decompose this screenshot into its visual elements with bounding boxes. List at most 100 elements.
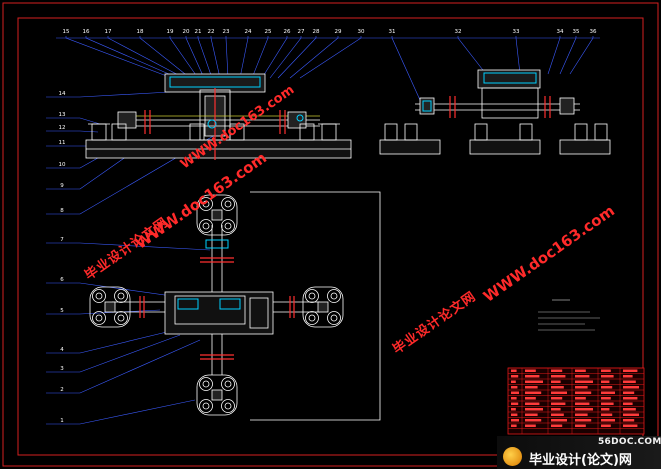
left-leader [46,130,99,133]
title-block-entry [575,413,588,416]
title-block-entry [525,380,543,383]
left-label: 11 [59,140,66,146]
suction-cup-inner [95,314,103,322]
suction-cup [305,289,319,303]
logo-icon [503,447,522,466]
title-block-entry [623,380,636,383]
pad-hub [211,209,223,221]
title-block-entry [575,402,590,405]
top-label: 16 [83,29,90,35]
title-block-entry [623,375,633,378]
title-block-entry [511,397,517,400]
left-leader [46,282,201,301]
title-block-entry [623,369,638,372]
left-label: 6 [60,277,64,283]
title-block-entry [601,419,615,422]
suction-cup-inner [224,222,232,230]
left-leader [46,117,101,125]
top-leader [515,36,521,75]
title-block-entry [525,413,538,416]
top-label: 33 [513,29,520,35]
title-block-entry [623,413,639,416]
left-label: 8 [60,208,64,214]
footer-site: 56DOC.COM [598,437,661,447]
suction-cup-inner [202,380,210,388]
left-label: 14 [59,91,66,97]
title-block-entry [551,397,563,400]
suction-cup [92,311,106,325]
title-block-entry [575,397,586,400]
left-label: 12 [59,125,66,131]
suction-cup-inner [202,222,210,230]
pad-hub [104,301,116,313]
left-leader [46,334,181,373]
top-leader [289,36,339,79]
top-label: 34 [557,29,564,35]
suction-cup-inner [202,402,210,410]
suction-cup-inner [308,314,316,322]
title-block-entry [623,397,638,400]
top-label: 30 [358,29,365,35]
title-block-entry [623,402,633,405]
left-leader [46,309,161,315]
title-block-entry [575,419,592,422]
title-block-entry [623,408,636,411]
title-block-entry [601,413,613,416]
title-block-entry [551,380,561,383]
title-block-entry [601,386,613,389]
pad-hub [317,301,329,313]
title-block-entry [575,369,586,372]
left-label: 1 [60,418,64,424]
suction-cup [114,289,128,303]
title-block-entry [525,402,540,405]
suction-cup [327,289,341,303]
suction-cup [199,377,213,391]
title-block-entry [525,386,538,389]
suction-cup-inner [224,200,232,208]
top-label: 18 [137,29,144,35]
suction-cup-inner [308,292,316,300]
title-block-entry [551,419,567,422]
suction-cup [199,219,213,233]
top-leader [197,36,213,79]
top-leader [277,36,317,79]
title-block-entry [601,391,615,394]
title-block-entry [623,419,635,422]
title-block-entry [511,424,517,427]
top-label: 23 [223,29,230,35]
top-label: 22 [208,29,215,35]
suction-cup-inner [117,314,125,322]
pad-hub [211,389,223,401]
left-leader [46,134,216,215]
title-block-entry [525,424,536,427]
technical-notes [538,299,600,331]
title-block-entry [601,402,614,405]
top-label: 27 [298,29,305,35]
side-view-left-axis-marks [144,88,286,160]
suction-cup-inner [224,380,232,388]
top-leader [391,36,421,101]
title-block-entry [551,386,564,389]
suction-pads [89,194,344,416]
title-block-entry [551,369,563,372]
title-block-entry [511,413,518,416]
left-label: 5 [60,308,64,314]
title-block-entry [601,397,611,400]
title-block-entry [511,369,517,372]
suction-cup-inner [95,292,103,300]
top-leader [107,36,185,79]
suction-cup [327,311,341,325]
title-block-entry [551,424,563,427]
left-label: 13 [59,112,66,118]
top-leader [185,36,205,79]
suction-cup [221,219,235,233]
top-label: 29 [335,29,342,35]
top-leader-lines [56,36,600,101]
suction-cup [221,377,235,391]
suction-cup [305,311,319,325]
title-block-entry [525,397,536,400]
side-view-right-axis-marks [449,96,551,118]
title-block-entry [511,391,519,394]
